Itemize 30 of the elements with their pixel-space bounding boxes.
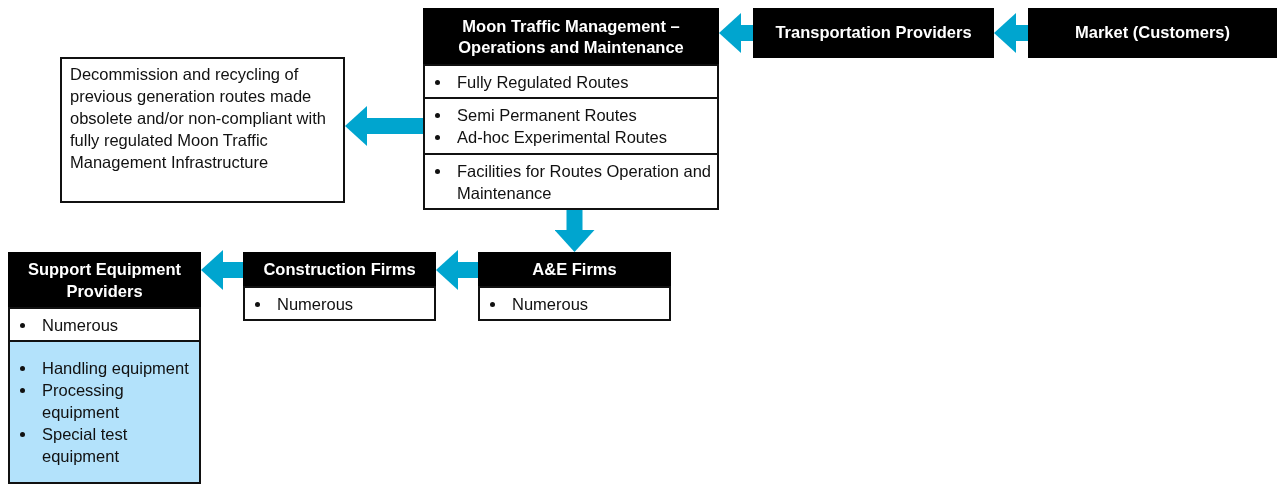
title-box: Moon Traffic Management – Operations and Maintenance <box>423 8 719 66</box>
list-item: Facilities for Routes Operation and Maintenance <box>457 160 713 204</box>
list-item: Numerous <box>42 314 119 336</box>
list-item: Fully Regulated Routes <box>457 71 629 93</box>
list-box <box>423 97 719 155</box>
text-box: Decommission and recycling of previous generation routes made obsolete and/or non-compliant with fully regulated Moon Traffic Management Infrastructure <box>60 57 345 203</box>
list-item: Processing equipment <box>42 380 125 423</box>
arrow <box>554 210 595 252</box>
list-item: Special test equipment <box>42 424 129 467</box>
list-item: Ad-hoc Experimental Routes <box>457 127 668 148</box>
list-box <box>478 286 671 321</box>
list-box <box>8 307 201 342</box>
list-box <box>8 340 201 484</box>
list-box <box>243 286 436 321</box>
list-item: Semi Permanent Routes <box>457 105 637 126</box>
arrow <box>436 250 478 290</box>
title-box: Transportation Providers <box>753 8 994 58</box>
list-item: Handling equipment <box>42 358 189 379</box>
arrow <box>201 250 243 290</box>
arrow <box>345 106 423 146</box>
title-box: A&E Firms <box>478 252 671 288</box>
title-box: Construction Firms <box>243 252 436 288</box>
list-item: Numerous <box>512 293 589 315</box>
list-box <box>423 153 719 210</box>
title-box: Market (Customers) <box>1028 8 1277 58</box>
arrow <box>994 13 1028 53</box>
list-item: Numerous <box>277 293 354 315</box>
arrow <box>719 13 753 53</box>
list-box <box>423 64 719 99</box>
title-box: Support Equipment Providers <box>8 252 201 309</box>
